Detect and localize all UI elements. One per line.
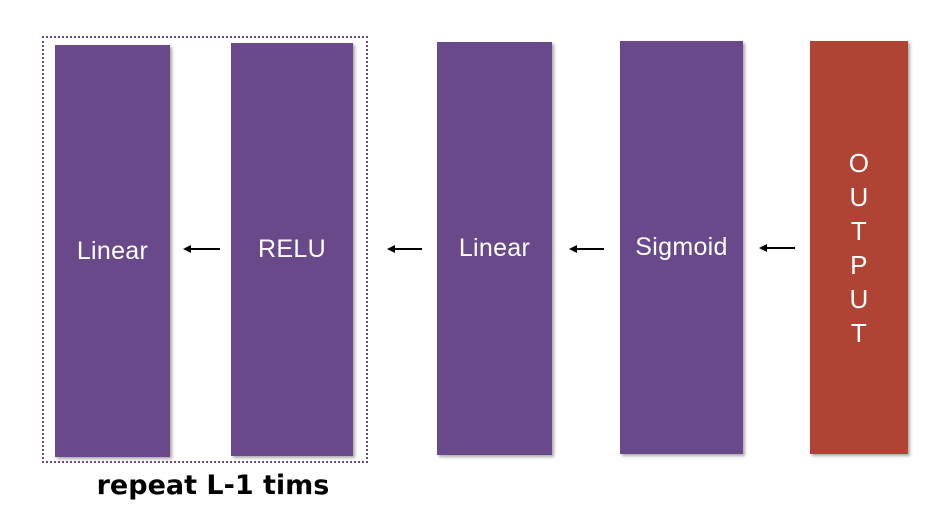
output-letter: T (850, 215, 868, 246)
relu-block: RELU (231, 43, 353, 456)
output-letter: T (850, 317, 868, 348)
linear-block-1-label: Linear (76, 236, 149, 265)
output-block: O U T P U T (810, 41, 908, 454)
relu-block-label: RELU (258, 235, 326, 263)
arrow-left-icon (569, 245, 604, 253)
output-letter: U (849, 181, 869, 212)
arrow-left-icon (183, 245, 220, 253)
arrow-left-icon (759, 244, 795, 252)
output-letter: U (849, 283, 869, 314)
sigmoid-block: Sigmoid (620, 41, 743, 454)
linear-block-1: Linear (55, 45, 170, 457)
sigmoid-block-label: Sigmoid (635, 233, 728, 261)
repeat-group-border (42, 36, 368, 463)
output-letter: P (850, 249, 868, 280)
output-letter: O (848, 147, 870, 178)
repeat-caption: repeat L-1 tims (96, 470, 330, 501)
arrow-left-icon (387, 245, 422, 253)
linear-block-2: Linear (437, 42, 552, 455)
linear-block-2-label: Linear (458, 234, 531, 262)
